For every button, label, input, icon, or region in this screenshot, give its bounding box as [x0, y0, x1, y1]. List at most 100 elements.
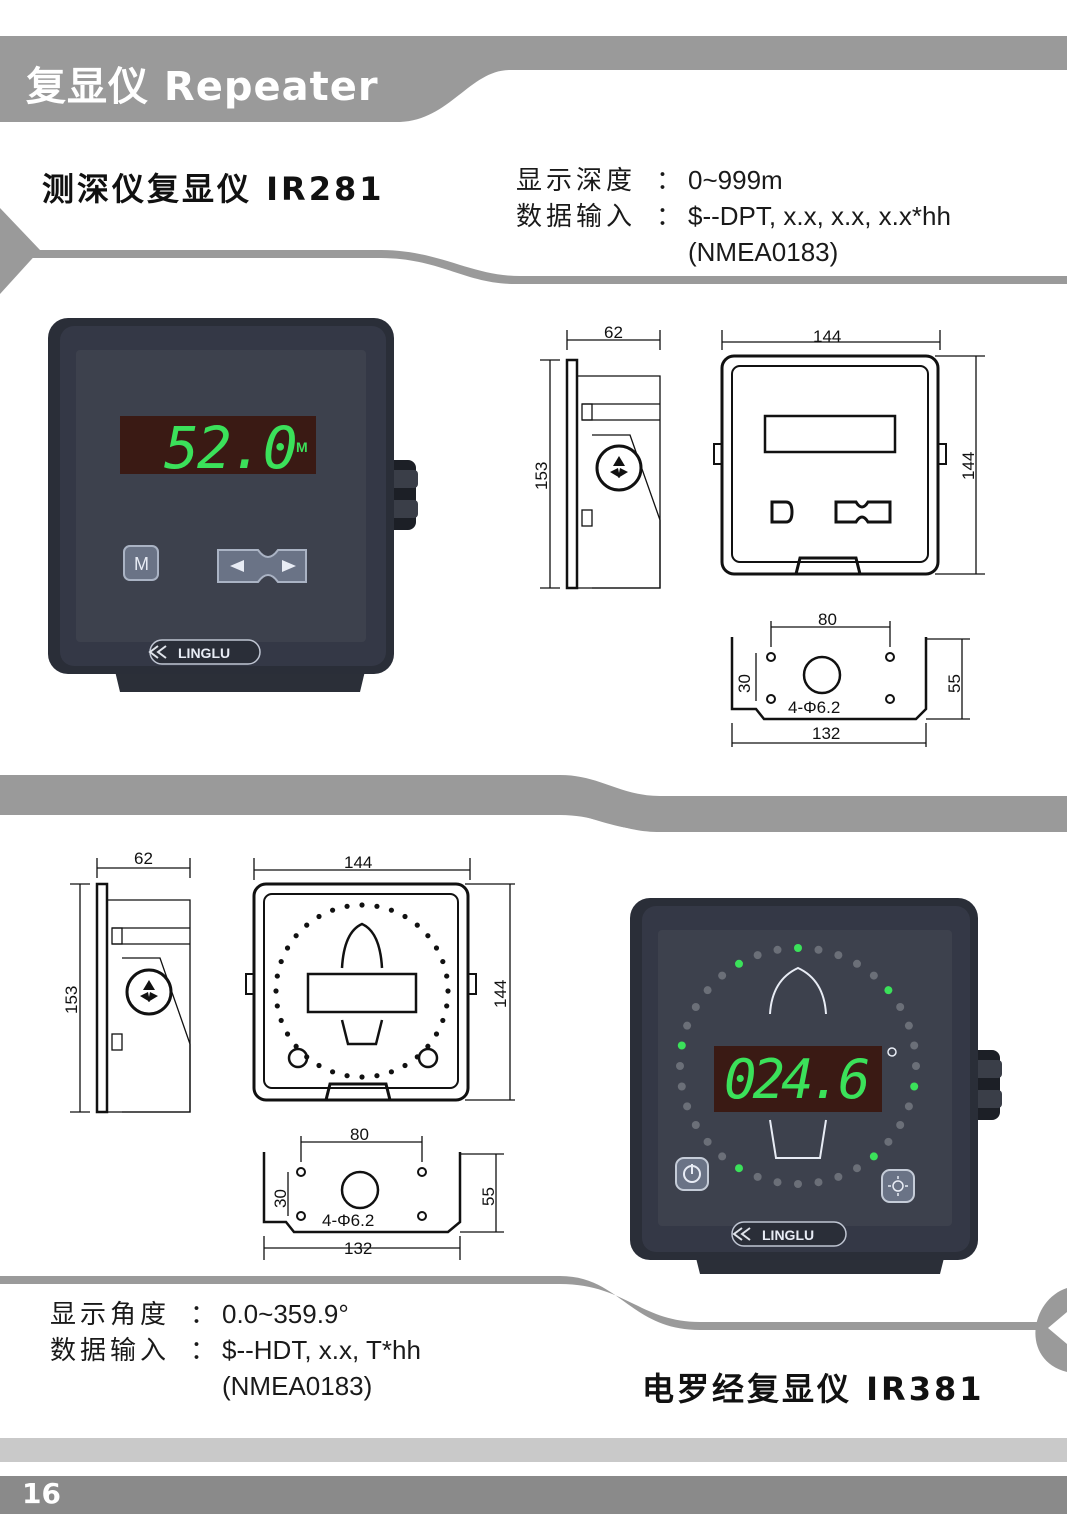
- led-ring: [273, 902, 451, 1080]
- led-dot: [884, 986, 893, 995]
- spec-colon: ：: [190, 1335, 217, 1365]
- dim-side-height: 153: [532, 462, 551, 490]
- spec-value: $--DPT, x.x, x.x, x.x*hh: [688, 201, 951, 231]
- led-dot: [304, 1054, 310, 1060]
- product1-front-drawing: 144 144: [713, 327, 985, 576]
- dim-front-width: 144: [344, 853, 372, 872]
- led-dot: [834, 951, 843, 960]
- dim-hole-offset: 30: [735, 674, 754, 693]
- led-dot: [293, 933, 299, 939]
- product2-title: 电罗经复显仪 IR381: [642, 1370, 985, 1408]
- led-dot: [440, 958, 446, 965]
- dim-side-height: 153: [62, 986, 81, 1014]
- product2-display-value: 024.6: [724, 1048, 868, 1111]
- product2-photo: 024.6 LINGLU: [630, 898, 1002, 1274]
- led-dot: [388, 1069, 395, 1075]
- led-dot: [834, 1172, 843, 1181]
- led-dot: [344, 903, 350, 909]
- led-dot: [718, 971, 727, 980]
- led-dot: [904, 1102, 913, 1111]
- product1-title: 测深仪复显仪 IR281: [42, 170, 385, 208]
- led-dot: [278, 1017, 284, 1024]
- led-dot: [753, 1172, 762, 1181]
- dim-hole-span: 80: [818, 610, 837, 629]
- led-dot: [402, 913, 408, 920]
- spec-colon: ：: [656, 165, 683, 195]
- led-dot: [344, 1073, 350, 1079]
- led-dot: [304, 922, 310, 928]
- page-header-title: 复显仪 Repeater: [26, 64, 379, 110]
- led-dot: [316, 913, 322, 920]
- led-dot: [683, 1102, 692, 1111]
- spec-label: 显示角度: [50, 1299, 171, 1329]
- spec-label: 数据输入: [516, 201, 637, 231]
- mode-button-label: M: [134, 554, 149, 574]
- logo-icon: [732, 1227, 751, 1241]
- led-dot: [691, 1121, 700, 1129]
- product1-bracket-drawing: 80 30 55 4-Φ6.2 132: [730, 610, 970, 747]
- led-dot: [374, 1073, 380, 1079]
- dim-holes: 4-Φ6.2: [788, 698, 840, 717]
- dim-front-height: 144: [491, 980, 510, 1008]
- product1-photo: 52.0 M M LINGLU: [48, 318, 418, 692]
- led-dot: [359, 902, 365, 908]
- arrow-buttons: [217, 549, 307, 583]
- product2-logo: LINGLU: [762, 1227, 814, 1243]
- led-dot: [773, 945, 782, 954]
- spec-value: (NMEA0183): [688, 237, 839, 267]
- led-dot: [445, 988, 451, 994]
- led-dot: [912, 1062, 920, 1070]
- dim-front-height: 144: [959, 452, 978, 480]
- led-dot: [853, 959, 861, 968]
- spec-value: 0.0~359.9°: [222, 1299, 349, 1329]
- led-dot: [896, 1121, 905, 1129]
- spec-label: 数据输入: [50, 1335, 171, 1365]
- sun-icon: [892, 1180, 904, 1192]
- dim-holes: 4-Φ6.2: [322, 1211, 374, 1230]
- led-dot: [869, 1152, 878, 1161]
- logo-icon: [148, 645, 167, 659]
- led-dot: [904, 1021, 913, 1030]
- led-dot: [869, 971, 878, 980]
- led-dot: [718, 1152, 727, 1161]
- dim-front-width: 144: [813, 327, 841, 346]
- led-dot: [414, 1054, 420, 1060]
- dim-bracket-width: 132: [344, 1239, 372, 1258]
- led-dot: [853, 1164, 861, 1173]
- product2-front-drawing: 144 144: [245, 853, 515, 1102]
- product1-display-unit: M: [296, 439, 308, 455]
- led-dot: [735, 959, 743, 968]
- led-dot: [677, 1041, 686, 1050]
- led-dot: [691, 1003, 700, 1011]
- led-dot: [274, 1003, 280, 1009]
- spec-value: 0~999m: [688, 165, 783, 195]
- spec-colon: ：: [656, 201, 683, 231]
- spec-value: $--HDT, x.x, T*hh: [222, 1335, 421, 1365]
- led-dot: [814, 945, 823, 954]
- led-dot: [278, 958, 284, 965]
- led-dot: [677, 1082, 686, 1091]
- product1-display-value: 52.0: [164, 414, 296, 482]
- led-dot: [402, 1062, 408, 1069]
- led-dot: [910, 1082, 919, 1091]
- led-dot: [676, 1062, 684, 1070]
- led-dot: [433, 1031, 440, 1037]
- led-dot: [884, 1137, 893, 1146]
- left-arrow-icon: [230, 560, 244, 572]
- led-dot: [440, 1017, 446, 1024]
- led-dot: [329, 1069, 336, 1075]
- page-number: 16: [22, 1477, 61, 1510]
- led-dot: [896, 1003, 905, 1011]
- led-dot: [753, 951, 762, 960]
- dim-side-width: 62: [134, 849, 153, 868]
- product1-specs: 显示深度：0~999m 数据输入：$--DPT, x.x, x.x, x.x*h…: [516, 162, 951, 270]
- led-ring-photo: [676, 944, 920, 1188]
- product2-side-drawing: 62 153: [62, 849, 191, 1114]
- led-dot: [274, 973, 280, 979]
- product2-specs: 显示角度：0.0~359.9° 数据输入：$--HDT, x.x, T*hh (…: [50, 1296, 421, 1404]
- product1-logo: LINGLU: [178, 645, 230, 661]
- led-dot: [388, 907, 395, 913]
- led-dot: [284, 1031, 291, 1037]
- mode-button: [123, 545, 159, 581]
- led-dot: [444, 973, 450, 979]
